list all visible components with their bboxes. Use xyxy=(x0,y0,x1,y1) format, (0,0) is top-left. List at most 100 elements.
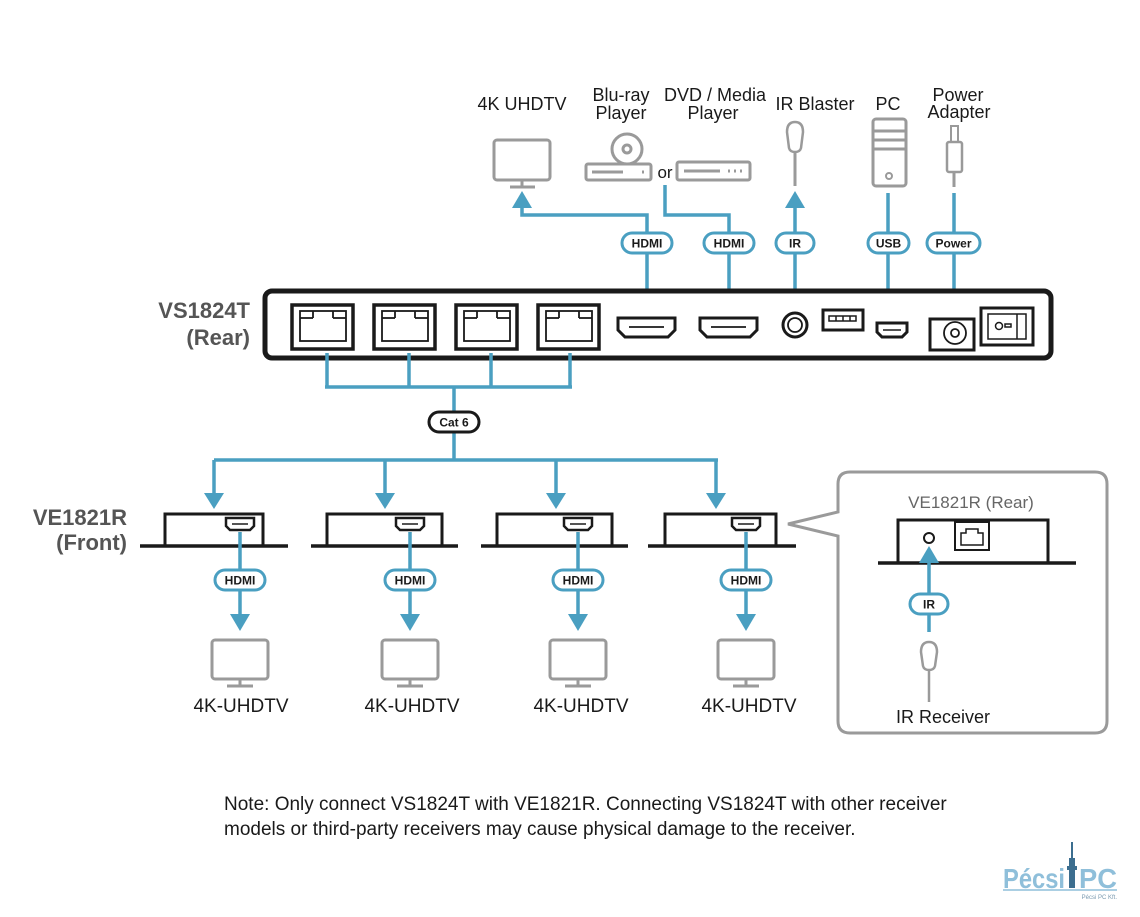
pill-ir: IR xyxy=(774,231,816,255)
pill-cat6: Cat 6 xyxy=(427,410,481,434)
cable-hdmi-from-player xyxy=(663,185,731,302)
note-line-2: models or third-party receivers may caus… xyxy=(224,819,856,840)
rj45-port-4 xyxy=(536,303,601,351)
display-label: 4K-UHDTV xyxy=(364,696,459,717)
ve1821r-rear-panel xyxy=(878,518,1076,565)
ir-receiver-icon xyxy=(919,640,939,702)
svg-text:USB: USB xyxy=(876,237,902,251)
label-bluray-line2: Player xyxy=(595,103,646,123)
bluray-player-icon xyxy=(584,132,653,182)
media-player-icon xyxy=(675,160,752,182)
pill-ir-receiver: IR xyxy=(908,592,950,616)
receiver-hdmi-cable-4: HDMI 4K-UHDTV xyxy=(701,532,797,717)
pill-power: Power xyxy=(925,231,982,255)
pill-hdmi-label: HDMI xyxy=(395,574,426,588)
logo-right: PC xyxy=(1079,863,1117,894)
tv-icon xyxy=(548,638,608,688)
note-line-1: Note: Only connect VS1824T with VE1821R.… xyxy=(224,794,947,815)
label-ir-blaster: IR Blaster xyxy=(775,94,854,114)
label-power-line1: Power xyxy=(932,85,983,105)
display-label: 4K-UHDTV xyxy=(533,696,628,717)
receiver-view: (Front) xyxy=(56,530,127,555)
ve1821r-front-unit-3 xyxy=(481,512,628,548)
hdmi-out-port xyxy=(730,516,762,532)
ve1821r-front-unit-4 xyxy=(648,512,796,548)
power-switch xyxy=(979,306,1035,347)
svg-text:IR: IR xyxy=(923,598,935,612)
arrow-down-tv xyxy=(736,614,756,631)
pc-tower-icon xyxy=(871,117,908,188)
pill-hdmi-tv: HDMI xyxy=(620,231,674,255)
arrow-down-rx2 xyxy=(375,493,395,509)
label-dvd-line1: DVD / Media xyxy=(664,85,767,105)
label-dvd-line2: Player xyxy=(687,103,738,123)
transmitter-name: VS1824T xyxy=(158,298,250,323)
hdmi-out-port xyxy=(224,516,256,532)
rj45-port-rear xyxy=(954,521,990,551)
hdmi-out-port xyxy=(562,516,594,532)
transmitter-view: (Rear) xyxy=(186,325,250,350)
hdmi-out-port xyxy=(394,516,426,532)
rj45-port-3 xyxy=(454,303,519,351)
ve1821r-front-unit-2 xyxy=(311,512,458,548)
arrow-up-tv xyxy=(512,191,532,208)
hdmi-out-port xyxy=(616,316,677,339)
arrow-down-rx3 xyxy=(546,493,566,509)
ve1821r-front-unit-1 xyxy=(140,512,288,548)
logo-left: Pécsi xyxy=(1003,863,1065,894)
pill-hdmi: HDMI xyxy=(383,568,437,592)
pill-hdmi: HDMI xyxy=(213,568,267,592)
label-bluray-line1: Blu-ray xyxy=(592,85,649,105)
tv-icon xyxy=(210,638,270,688)
pill-hdmi-label: HDMI xyxy=(731,574,762,588)
receiver-housing xyxy=(663,512,778,546)
power-adapter-icon xyxy=(945,125,964,187)
hdmi-in-port xyxy=(698,316,759,339)
rj45-port-2 xyxy=(372,303,437,351)
tv-icon xyxy=(492,138,552,189)
svg-text:IR: IR xyxy=(789,237,801,251)
pill-hdmi: HDMI xyxy=(551,568,605,592)
tv-tower-icon xyxy=(1067,842,1077,888)
arrow-down-tv xyxy=(400,614,420,631)
tv-icon xyxy=(716,638,776,688)
micro-usb-port xyxy=(875,321,909,339)
callout-title: VE1821R (Rear) xyxy=(908,493,1034,512)
svg-text:HDMI: HDMI xyxy=(714,237,745,251)
arrow-down-rx1 xyxy=(204,493,224,509)
receiver-hdmi-cable-3: HDMI 4K-UHDTV xyxy=(533,532,629,717)
vs1824t-rear-panel xyxy=(262,288,1054,361)
ir-receiver-label: IR Receiver xyxy=(896,707,990,727)
arrow-up-ir xyxy=(785,191,805,208)
ir-jack-port xyxy=(781,311,809,339)
rj45-port-1 xyxy=(290,303,355,351)
compatibility-note: Note: Only connect VS1824T with VE1821R.… xyxy=(224,792,1064,842)
ir-blaster-icon xyxy=(785,120,805,186)
tv-icon xyxy=(380,638,440,688)
arrow-down-tv xyxy=(230,614,250,631)
pill-hdmi: HDMI xyxy=(719,568,773,592)
or-separator: or xyxy=(657,163,672,182)
arrow-down-rx4 xyxy=(706,493,726,509)
pill-hdmi-player: HDMI xyxy=(702,231,756,255)
receiver-housing xyxy=(325,512,444,546)
display-label: 4K-UHDTV xyxy=(701,696,796,717)
arrow-up-ir-receiver xyxy=(919,546,939,563)
cable-hdmi-to-tv xyxy=(520,205,649,318)
receiver-hdmi-cable-2: HDMI 4K-UHDTV xyxy=(364,532,460,717)
dc-power-port xyxy=(928,317,976,352)
label-4k-uhdtv: 4K UHDTV xyxy=(477,94,566,114)
receiver-housing xyxy=(495,512,614,546)
label-power-line2: Adapter xyxy=(927,102,990,122)
ir-receiver-jack xyxy=(923,532,935,544)
label-pc: PC xyxy=(875,94,900,114)
svg-text:Power: Power xyxy=(935,237,971,251)
svg-text:Cat 6: Cat 6 xyxy=(439,416,469,430)
arrow-down-tv xyxy=(568,614,588,631)
receiver-housing xyxy=(163,512,265,546)
pill-hdmi-label: HDMI xyxy=(225,574,256,588)
pecsi-pc-logo: Pécsi PC Pécsi PC Kft. xyxy=(1003,842,1117,901)
rear-callout: VE1821R (Rear) IR IR Receiver xyxy=(787,470,1109,735)
